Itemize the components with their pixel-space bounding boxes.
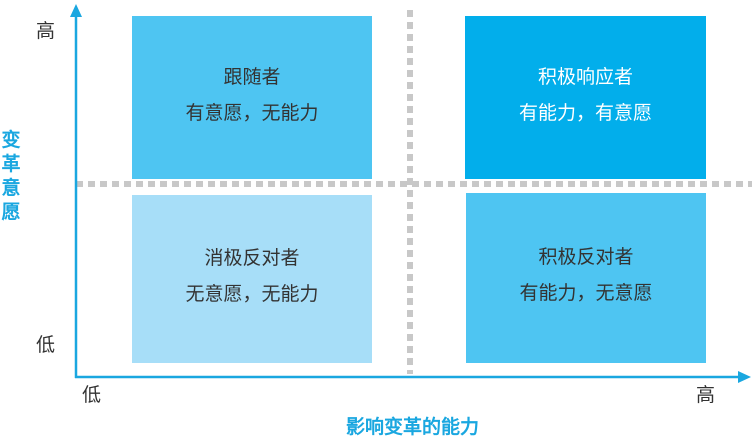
quadrant-description: 有意愿，无能力 (185, 101, 319, 124)
x-axis-title: 影响变革的能力 (345, 416, 479, 438)
quadrant-name: 积极反对者 (538, 246, 634, 268)
y-axis-high-label: 高 (36, 20, 56, 42)
quadrant-active-responders: 积极响应者 有能力，有意愿 (465, 16, 706, 179)
quadrant-name: 积极响应者 (537, 65, 633, 88)
y-axis-low-label: 低 (36, 334, 56, 356)
quadrant-name: 消极反对者 (204, 247, 300, 269)
quadrant-description: 有能力，有意愿 (518, 101, 652, 124)
quadrant-active-opponents: 积极反对者 有能力，无意愿 (466, 193, 706, 363)
quadrant-followers: 跟随者 有意愿，无能力 (132, 16, 372, 179)
quadrant-description: 无意愿，无能力 (185, 283, 319, 305)
quadrant-description: 有能力，无意愿 (519, 282, 653, 304)
quadrant-name: 跟随者 (223, 65, 281, 88)
quadrant-passive-opponents: 消极反对者 无意愿，无能力 (132, 195, 372, 363)
x-axis-low-label: 低 (82, 384, 102, 406)
y-axis-title: 变革意愿 (1, 129, 21, 223)
x-axis-arrow (738, 371, 751, 383)
y-axis-arrow (70, 4, 82, 17)
x-axis-high-label: 高 (696, 384, 716, 406)
